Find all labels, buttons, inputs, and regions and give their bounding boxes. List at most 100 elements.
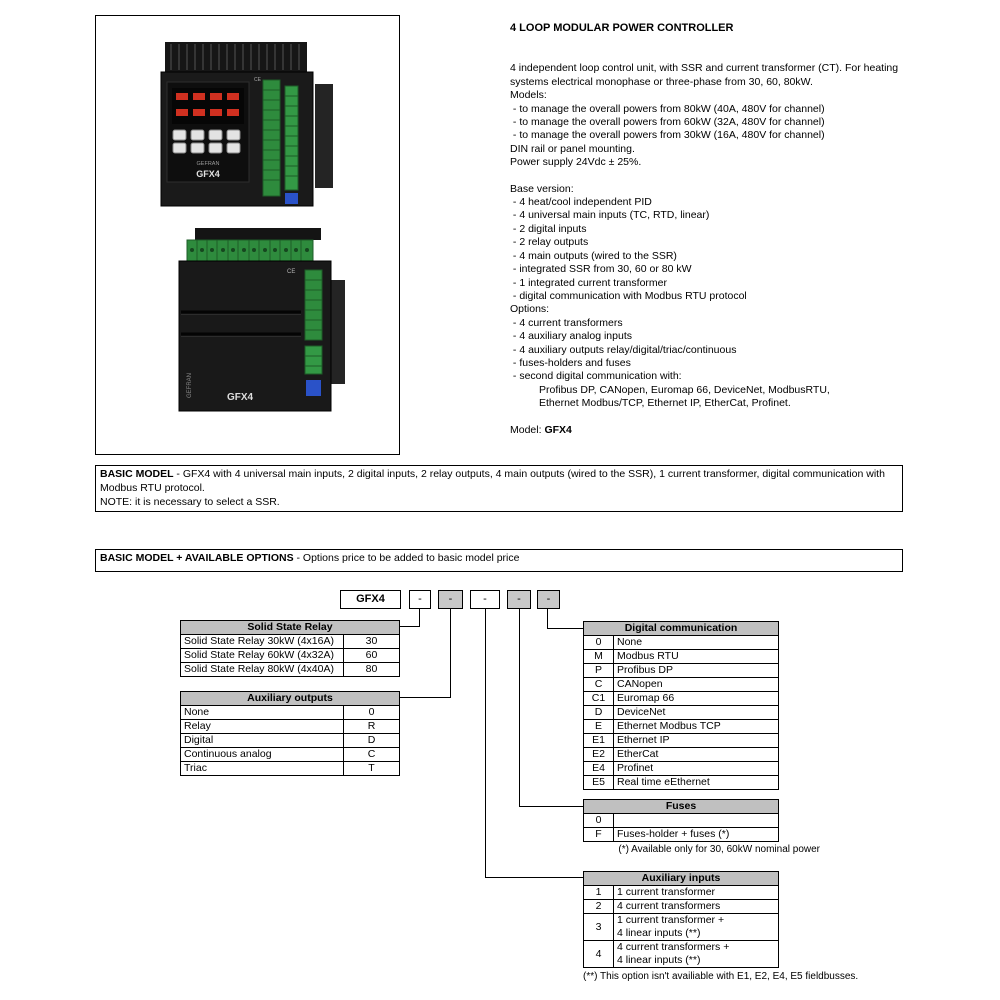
table-title: Auxiliary outputs — [181, 692, 399, 706]
spec-line: - second digital communication with: — [510, 370, 682, 383]
spec-line: - integrated SSR from 30, 60 or 80 kW — [510, 263, 692, 276]
connector-digital-comm-vertical — [547, 609, 548, 629]
spec-line: - 4 auxiliary analog inputs — [510, 330, 632, 343]
table-row: Solid State Relay 60kW (4x32A) 60 — [181, 649, 399, 663]
option-label: 1 current transformer — [617, 886, 716, 898]
terminal-block-right — [262, 79, 299, 197]
option-code: C1 — [584, 692, 614, 705]
product-description: 4 LOOP MODULAR POWER CONTROLLER 4 indepe… — [510, 22, 922, 437]
option-label: Continuous analog — [184, 748, 272, 760]
aux-inputs-footnote: (**) This option isn't availiable with E… — [583, 971, 859, 982]
table-title: Solid State Relay — [181, 621, 399, 635]
spec-line: - 4 universal main inputs (TC, RTD, line… — [510, 209, 710, 222]
table-row: 0 — [584, 814, 778, 828]
option-code: E1 — [584, 734, 614, 747]
spec-line: - to manage the overall powers from 60kW… — [510, 116, 825, 129]
order-slot-ssr: - — [409, 590, 431, 609]
model-line-value: GFX4 — [544, 423, 572, 436]
option-code: 80 — [343, 663, 399, 676]
spec-line: - to manage the overall powers from 30kW… — [510, 129, 825, 142]
connector-ssr-horizontal — [400, 626, 420, 627]
option-code: 0 — [584, 814, 614, 827]
connector-ssr-vertical — [419, 609, 420, 627]
mounting-line: DIN rail or panel mounting. — [510, 142, 635, 155]
option-label: None — [617, 636, 643, 648]
option-label: Triac — [184, 762, 207, 774]
comm-protocols-line: Profibus DP, CANopen, Euromap 66, Device… — [539, 383, 830, 396]
connector-aux-inputs-horizontal — [485, 877, 583, 878]
option-label: Solid State Relay 30kW (4x16A) — [184, 635, 334, 647]
option-code: 3 — [584, 914, 614, 940]
option-label — [614, 814, 778, 827]
product-photo-top: GEFRAN GFX4 CE — [160, 42, 333, 207]
option-code: E5 — [584, 776, 614, 789]
option-code: C — [343, 748, 399, 761]
table-row: Relay R — [181, 720, 399, 734]
intro-text: 4 independent loop control unit, with SS… — [510, 62, 902, 88]
option-code: D — [343, 734, 399, 747]
option-label: EtherCat — [617, 748, 659, 760]
display-digits — [176, 93, 239, 116]
option-label: Relay — [184, 720, 211, 732]
connector-aux-inputs-vertical — [485, 609, 486, 878]
comm-protocols-line: Ethernet Modbus/TCP, Ethernet IP, EtherC… — [539, 397, 791, 410]
table-title: Auxiliary inputs — [584, 872, 778, 886]
connector-aux-outputs-vertical — [450, 609, 451, 698]
product-photo-frame: GEFRAN GFX4 CE — [95, 15, 400, 455]
spec-line: - 2 digital inputs — [510, 222, 587, 235]
option-code: E2 — [584, 748, 614, 761]
terminal-block-right — [304, 269, 323, 375]
options-heading: BASIC MODEL + AVAILABLE OPTIONS — [100, 552, 294, 564]
base-version-label: Base version: — [510, 182, 574, 195]
spec-line: - fuses-holders and fuses — [510, 356, 631, 369]
option-code: E4 — [584, 762, 614, 775]
basic-model-text: - GFX4 with 4 universal main inputs, 2 d… — [100, 468, 885, 494]
connector-fuses-vertical — [519, 609, 520, 807]
model-label: GFX4 — [227, 392, 254, 403]
option-label: Euromap 66 — [617, 692, 675, 704]
spec-line: - 4 auxiliary outputs relay/digital/tria… — [510, 343, 737, 356]
connector-digital-comm-horizontal — [547, 628, 583, 629]
blue-connector — [285, 193, 298, 204]
option-label: Solid State Relay 60kW (4x32A) — [184, 649, 334, 661]
brand-label-vertical: GEFRAN — [187, 373, 193, 398]
fuses-footnote: (*) Available only for 30, 60kW nominal … — [618, 844, 820, 855]
order-code-model: GFX4 — [340, 590, 401, 609]
option-code: T — [343, 762, 399, 775]
option-label: CANopen — [617, 678, 663, 690]
spec-line: - 1 integrated current transformer — [510, 276, 667, 289]
front-buttons — [172, 129, 241, 154]
option-code: P — [584, 664, 614, 677]
model-line-label: Model: — [510, 423, 545, 436]
option-label: Ethernet IP — [617, 734, 670, 746]
models-label: Models: — [510, 89, 547, 102]
option-code: R — [343, 720, 399, 733]
spec-line: - 2 relay outputs — [510, 236, 589, 249]
option-code: 0 — [343, 706, 399, 719]
option-code: F — [584, 828, 614, 841]
spec-line: - to manage the overall powers from 80kW… — [510, 102, 825, 115]
spec-line: - 4 main outputs (wired to the SSR) — [510, 249, 677, 262]
option-label: DeviceNet — [617, 706, 666, 718]
option-label: Profinet — [617, 762, 654, 774]
model-label: GFX4 — [196, 169, 220, 179]
option-code: 30 — [343, 635, 399, 648]
brand-label: GEFRAN — [197, 161, 220, 167]
option-code: 60 — [343, 649, 399, 662]
option-code: 0 — [584, 636, 614, 649]
power-supply-line: Power supply 24Vdc ± 25%. — [510, 156, 642, 169]
